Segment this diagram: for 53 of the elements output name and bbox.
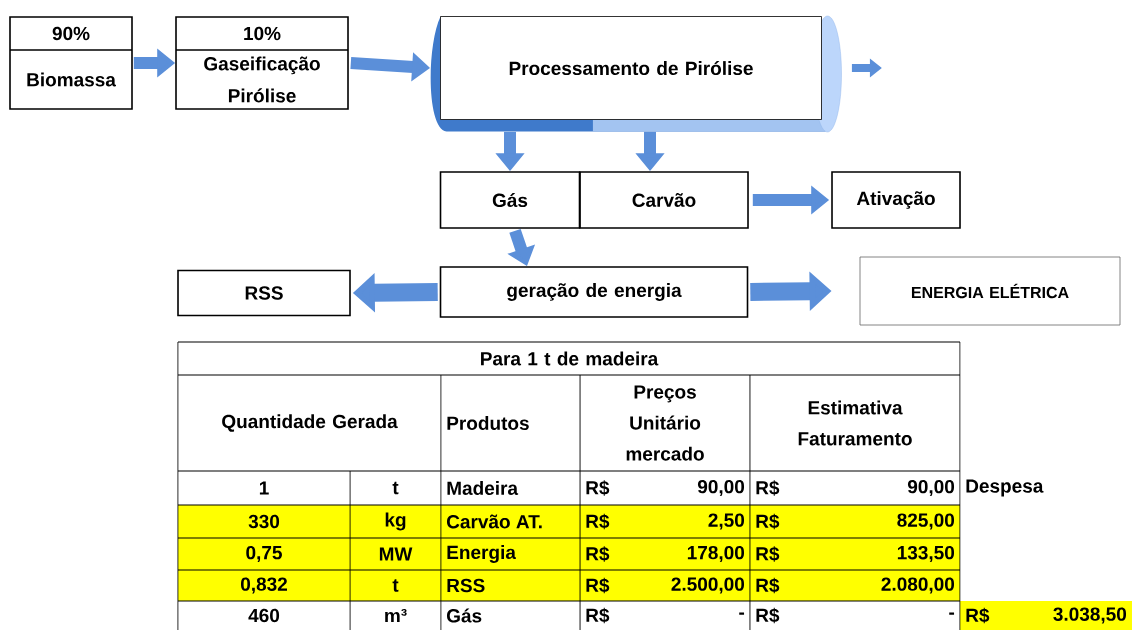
- table-header: Preços Unitário mercado: [626, 385, 704, 461]
- label: R$: [586, 480, 610, 496]
- label: -: [949, 612, 955, 615]
- table-cell: 460: [248, 608, 280, 623]
- cylinder-tank: Processamento de Pirólise: [430, 15, 842, 133]
- table-cell: t: [392, 481, 399, 495]
- label: R$: [756, 480, 780, 496]
- table-cell: Gás: [447, 608, 482, 623]
- process-box: Ativação: [831, 171, 961, 229]
- table-cell: R$ -: [586, 607, 745, 624]
- table-cell: Energia: [441, 538, 580, 570]
- label: 90,00: [697, 479, 745, 497]
- table-cell: 0,75: [178, 538, 350, 570]
- label: 2,50: [708, 513, 745, 530]
- label: -: [739, 612, 745, 615]
- label: R$: [756, 546, 780, 562]
- label: R$: [756, 513, 780, 530]
- label: 178,00: [687, 545, 745, 563]
- table-header: Quantidade Gerada: [222, 414, 398, 432]
- table-cell: R$ 133,50: [750, 538, 960, 570]
- table-cell: R$ 3.038,50: [960, 601, 1132, 630]
- table-header: Produtos: [447, 416, 529, 430]
- process-box: RSS: [177, 269, 351, 317]
- process-box: Carvão: [579, 171, 749, 229]
- table-cell: R$ 90,00: [586, 479, 744, 497]
- label: R$: [586, 607, 610, 624]
- table-cell: Despesa: [966, 479, 1044, 497]
- table-cell: m³: [385, 608, 407, 623]
- label: R$: [756, 577, 780, 594]
- process-box: 90% Biomassa: [9, 16, 133, 110]
- table-cell: 1: [259, 481, 269, 495]
- label: R$: [586, 513, 610, 530]
- label: 2.500,00: [671, 577, 745, 594]
- process-box: geração de energia: [439, 266, 749, 318]
- output-box: ENERGIA ELÉTRICA: [859, 256, 1121, 326]
- table-cell: R$ 178,00: [580, 538, 750, 570]
- label: R$: [586, 546, 610, 562]
- table-cell: R$ -: [756, 607, 955, 624]
- table-cell: R$ 90,00: [756, 479, 954, 497]
- label: R$: [586, 577, 610, 594]
- table-header: Estimativa Faturamento: [798, 400, 912, 446]
- process-box: 10% Gaseificação Pirólise: [175, 16, 349, 110]
- label: R$: [756, 607, 780, 624]
- table-title: Para 1 t de madeira: [481, 351, 659, 366]
- label: 825,00: [897, 513, 955, 530]
- label: 133,50: [897, 545, 955, 563]
- process-box: Gás: [439, 171, 581, 229]
- label: 3.038,50: [1053, 607, 1127, 624]
- table-cell: MW: [350, 538, 441, 570]
- label: 90,00: [907, 479, 955, 497]
- label: R$: [966, 607, 990, 624]
- table-cell: Madeira: [447, 481, 519, 495]
- label: 2.080,00: [881, 577, 955, 594]
